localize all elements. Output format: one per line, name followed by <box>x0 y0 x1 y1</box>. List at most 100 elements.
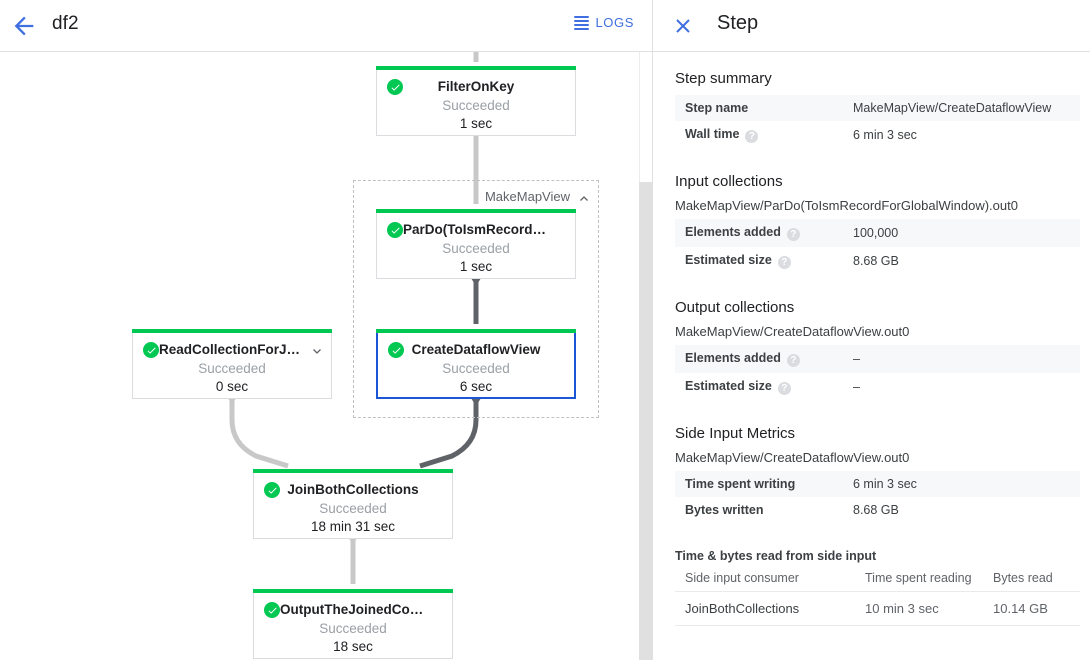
table-row: Bytes written 8.68 GB <box>675 497 1080 523</box>
chevron-up-icon[interactable] <box>578 192 590 204</box>
graph-node-createdataflowview[interactable]: CreateDataflowView Succeeded 6 sec <box>376 329 576 399</box>
graph-scrollbar-thumb[interactable] <box>639 182 652 660</box>
cell-bytes: 10.14 GB <box>983 591 1080 626</box>
row-value: 6 min 3 sec <box>853 477 917 491</box>
side-input-metrics-table: Time spent writing 6 min 3 sec Bytes wri… <box>675 471 1080 523</box>
table-row: Estimated size? 8.68 GB <box>675 247 1080 275</box>
help-icon[interactable]: ? <box>745 130 759 143</box>
node-name: OutputTheJoinedCollec… <box>280 602 446 617</box>
row-key: Elements added? <box>675 345 843 373</box>
row-key: Bytes written <box>675 497 843 523</box>
table-row: Estimated size? – <box>675 373 1080 401</box>
row-key: Wall time? <box>675 121 843 149</box>
node-status: Succeeded <box>442 241 510 256</box>
row-value: 8.68 GB <box>853 503 899 517</box>
row-key-label: Bytes written <box>685 503 764 517</box>
row-key: Time spent writing <box>675 471 843 497</box>
row-value: MakeMapView/CreateDataflowView <box>853 101 1052 115</box>
graph-node-joinbothcollections[interactable]: JoinBothCollections Succeeded 18 min 31 … <box>253 469 453 539</box>
node-duration: 6 sec <box>459 379 493 394</box>
node-status-bar <box>376 66 576 70</box>
side-input-collection-name: MakeMapView/CreateDataflowView.out0 <box>675 450 910 465</box>
node-name: JoinBothCollections <box>287 482 419 497</box>
panel-title: Step <box>717 12 759 34</box>
composite-group-makemapview[interactable]: MakeMapView <box>353 180 599 418</box>
node-duration: 1 sec <box>459 116 493 131</box>
graph-node-outputthejoinedcollection[interactable]: OutputTheJoinedCollec… Succeeded 18 sec <box>253 589 453 659</box>
side-input-reads-table: Side input consumer Time spent reading B… <box>675 565 1080 626</box>
input-collections-table: Elements added? 100,000 Estimated size? … <box>675 219 1080 275</box>
graph-pane: df2 LOGS <box>0 0 652 660</box>
input-collection-name: MakeMapView/ParDo(ToIsmRecordForGlobalWi… <box>675 198 1018 213</box>
row-key: Estimated size? <box>675 373 843 401</box>
composite-group-label: MakeMapView <box>484 189 570 204</box>
success-check-icon <box>143 342 159 358</box>
table-row: Elements added? – <box>675 345 1080 373</box>
pane-divider <box>652 0 653 660</box>
node-status: Succeeded <box>442 361 510 376</box>
row-value: 6 min 3 sec <box>853 128 917 142</box>
node-duration: 0 sec <box>215 379 249 394</box>
success-check-icon <box>388 342 404 358</box>
section-title-output-collections: Output collections <box>675 299 795 316</box>
row-key: Estimated size? <box>675 247 843 275</box>
back-icon[interactable] <box>10 12 38 40</box>
panel-header: Step <box>653 0 1090 52</box>
section-title-step-summary: Step summary <box>675 70 772 87</box>
node-status-bar <box>376 209 576 213</box>
table-row: JoinBothCollections 10 min 3 sec 10.14 G… <box>675 591 1080 626</box>
node-status-bar <box>132 329 332 333</box>
top-bar: df2 LOGS <box>0 0 652 52</box>
column-header-bytes: Bytes read <box>983 565 1080 592</box>
graph-node-readcollectionforjoin[interactable]: ReadCollectionForJoin Succeeded 0 sec <box>132 329 332 399</box>
node-duration: 18 sec <box>333 639 373 654</box>
logs-button[interactable]: LOGS <box>574 15 634 30</box>
chevron-down-icon[interactable] <box>311 344 323 356</box>
node-status-bar <box>253 469 453 473</box>
table-row: Wall time? 6 min 3 sec <box>675 121 1080 149</box>
help-icon[interactable]: ? <box>777 382 791 395</box>
table-row: Elements added? 100,000 <box>675 219 1080 247</box>
table-row: Time spent writing 6 min 3 sec <box>675 471 1080 497</box>
close-icon[interactable] <box>671 14 695 38</box>
help-icon[interactable]: ? <box>786 228 800 241</box>
output-collection-name: MakeMapView/CreateDataflowView.out0 <box>675 324 910 339</box>
node-status: Succeeded <box>319 501 387 516</box>
section-title-side-input-metrics: Side Input Metrics <box>675 425 796 442</box>
table-header-row: Side input consumer Time spent reading B… <box>675 565 1080 592</box>
success-check-icon <box>387 79 403 95</box>
cell-time: 10 min 3 sec <box>855 591 983 626</box>
row-key-label: Step name <box>685 101 749 115</box>
table-row: Step name MakeMapView/CreateDataflowView <box>675 95 1080 121</box>
success-check-icon <box>387 222 403 238</box>
graph-node-filteronkey[interactable]: FilterOnKey Succeeded 1 sec <box>376 66 576 136</box>
column-header-consumer: Side input consumer <box>675 565 855 592</box>
node-duration: 1 sec <box>459 259 493 274</box>
cell-consumer: JoinBothCollections <box>675 591 855 626</box>
success-check-icon <box>264 602 280 618</box>
success-check-icon <box>264 482 280 498</box>
graph-node-pardo-toismrecord[interactable]: ParDo(ToIsmRecordFor… Succeeded 1 sec <box>376 209 576 279</box>
row-value: 8.68 GB <box>853 254 899 268</box>
subsection-title-side-input-reads: Time & bytes read from side input <box>675 549 877 563</box>
help-icon[interactable]: ? <box>786 354 800 367</box>
column-header-time: Time spent reading <box>855 565 983 592</box>
section-title-input-collections: Input collections <box>675 173 783 190</box>
node-status-bar <box>253 589 453 593</box>
row-key: Step name <box>675 95 843 121</box>
row-key-label: Elements added <box>685 225 781 239</box>
node-name: ParDo(ToIsmRecordFor… <box>403 222 568 237</box>
row-value: – <box>853 380 860 394</box>
node-name: ReadCollectionForJoin <box>159 342 307 357</box>
row-key-label: Estimated size <box>685 379 772 393</box>
node-name: FilterOnKey <box>437 79 515 94</box>
logs-button-label: LOGS <box>595 15 634 30</box>
help-icon[interactable]: ? <box>777 256 791 269</box>
job-graph[interactable]: MakeMapView FilterOnKey Succeeded 1 sec <box>0 52 652 660</box>
row-key-label: Time spent writing <box>685 477 796 491</box>
node-status: Succeeded <box>198 361 266 376</box>
row-key-label: Estimated size <box>685 253 772 267</box>
list-icon <box>574 15 590 30</box>
row-key-label: Wall time <box>685 127 740 141</box>
node-status: Succeeded <box>319 621 387 636</box>
